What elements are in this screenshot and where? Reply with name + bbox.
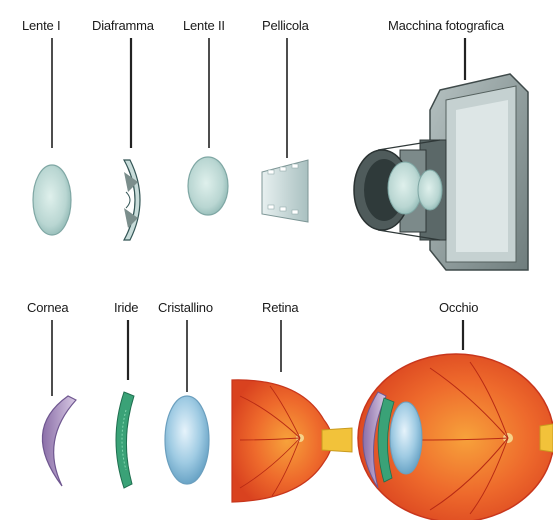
film-shape: [262, 160, 308, 222]
iris-shape: [116, 392, 134, 488]
diaphragm-shape: [124, 160, 140, 240]
cornea-shape: [42, 396, 76, 486]
crystalline-lens-shape: [165, 396, 209, 484]
retina-illustration: [232, 380, 352, 502]
camera-illustration: [354, 74, 528, 270]
eye-illustration: [358, 354, 553, 520]
lens-2-shape: [188, 157, 228, 215]
lens-1-shape: [33, 165, 71, 235]
